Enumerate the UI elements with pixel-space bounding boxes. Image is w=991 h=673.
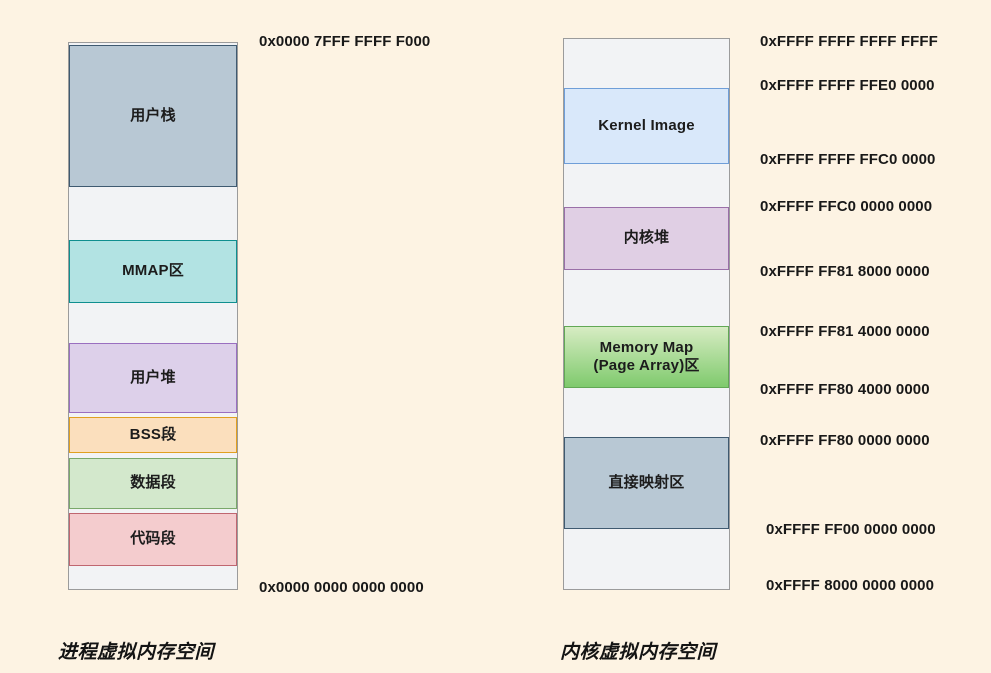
memory-region-bss-segment[interactable]: BSS段 (69, 417, 237, 453)
memory-region-gap-heap-memmap (564, 270, 729, 326)
addr-memmap-bottom: 0xFFFF FF80 4000 0000 (760, 381, 930, 398)
addr-kernel-heap-bottom: 0xFFFF FF81 8000 0000 (760, 263, 930, 280)
addr-memmap-top: 0xFFFF FF81 4000 0000 (760, 323, 930, 340)
memory-region-kernel-heap[interactable]: 内核堆 (564, 207, 729, 270)
memory-region-gap-image-heap (564, 165, 729, 207)
addr-direct-top: 0xFFFF FF80 0000 0000 (760, 432, 930, 449)
memory-region-gap-memmap-direct (564, 389, 729, 437)
column-caption-process: 进程虚拟内存空间 (58, 642, 215, 663)
memory-region-memory-map-page-array[interactable]: Memory Map (Page Array)区 (564, 326, 729, 388)
memory-region-gap-top (564, 40, 729, 88)
memory-region-label: Kernel Image (598, 116, 695, 134)
memory-region-label: 代码段 (130, 530, 176, 548)
addr-process-bottom: 0x0000 0000 0000 0000 (259, 579, 424, 596)
memory-region-label: 数据段 (130, 474, 176, 492)
memory-region-gap-mmap-heap (69, 304, 237, 342)
column-caption-kernel: 内核虚拟内存空间 (560, 642, 717, 663)
memory-region-label: 内核堆 (623, 229, 670, 247)
addr-process-top: 0x0000 7FFF FFFF F000 (259, 33, 431, 50)
memory-region-text-segment[interactable]: 代码段 (69, 513, 237, 566)
memory-region-kernel-image[interactable]: Kernel Image (564, 88, 729, 164)
memory-region-label: Memory Map (Page Array)区 (593, 338, 700, 374)
memory-region-user-heap[interactable]: 用户堆 (69, 343, 237, 413)
memory-region-label: BSS段 (129, 425, 177, 443)
addr-kernel-heap-top: 0xFFFF FFC0 0000 0000 (760, 198, 933, 215)
memory-region-label: 直接映射区 (608, 473, 685, 491)
memory-region-user-stack[interactable]: 用户栈 (69, 45, 237, 187)
memory-region-data-segment[interactable]: 数据段 (69, 458, 237, 509)
memory-region-gap-below-text (69, 567, 237, 589)
memory-region-gap-stack-mmap (69, 188, 237, 239)
memory-region-gap-bottom (564, 530, 729, 589)
addr-kernel-top: 0xFFFF FFFF FFFF FFFF (760, 33, 938, 50)
memory-region-direct-mapping-area[interactable]: 直接映射区 (564, 437, 729, 529)
addr-kernel-bottom: 0xFFFF 8000 0000 0000 (766, 577, 935, 594)
memory-region-label: MMAP区 (122, 262, 184, 280)
memory-region-label: 用户栈 (130, 106, 176, 124)
memory-region-label: 用户堆 (130, 368, 176, 386)
addr-kernel-image-top: 0xFFFF FFFF FFE0 0000 (760, 77, 935, 94)
memory-region-mmap-area[interactable]: MMAP区 (69, 240, 237, 303)
addr-kernel-image-bottom: 0xFFFF FFFF FFC0 0000 (760, 151, 936, 168)
addr-direct-bottom: 0xFFFF FF00 0000 0000 (766, 521, 936, 538)
